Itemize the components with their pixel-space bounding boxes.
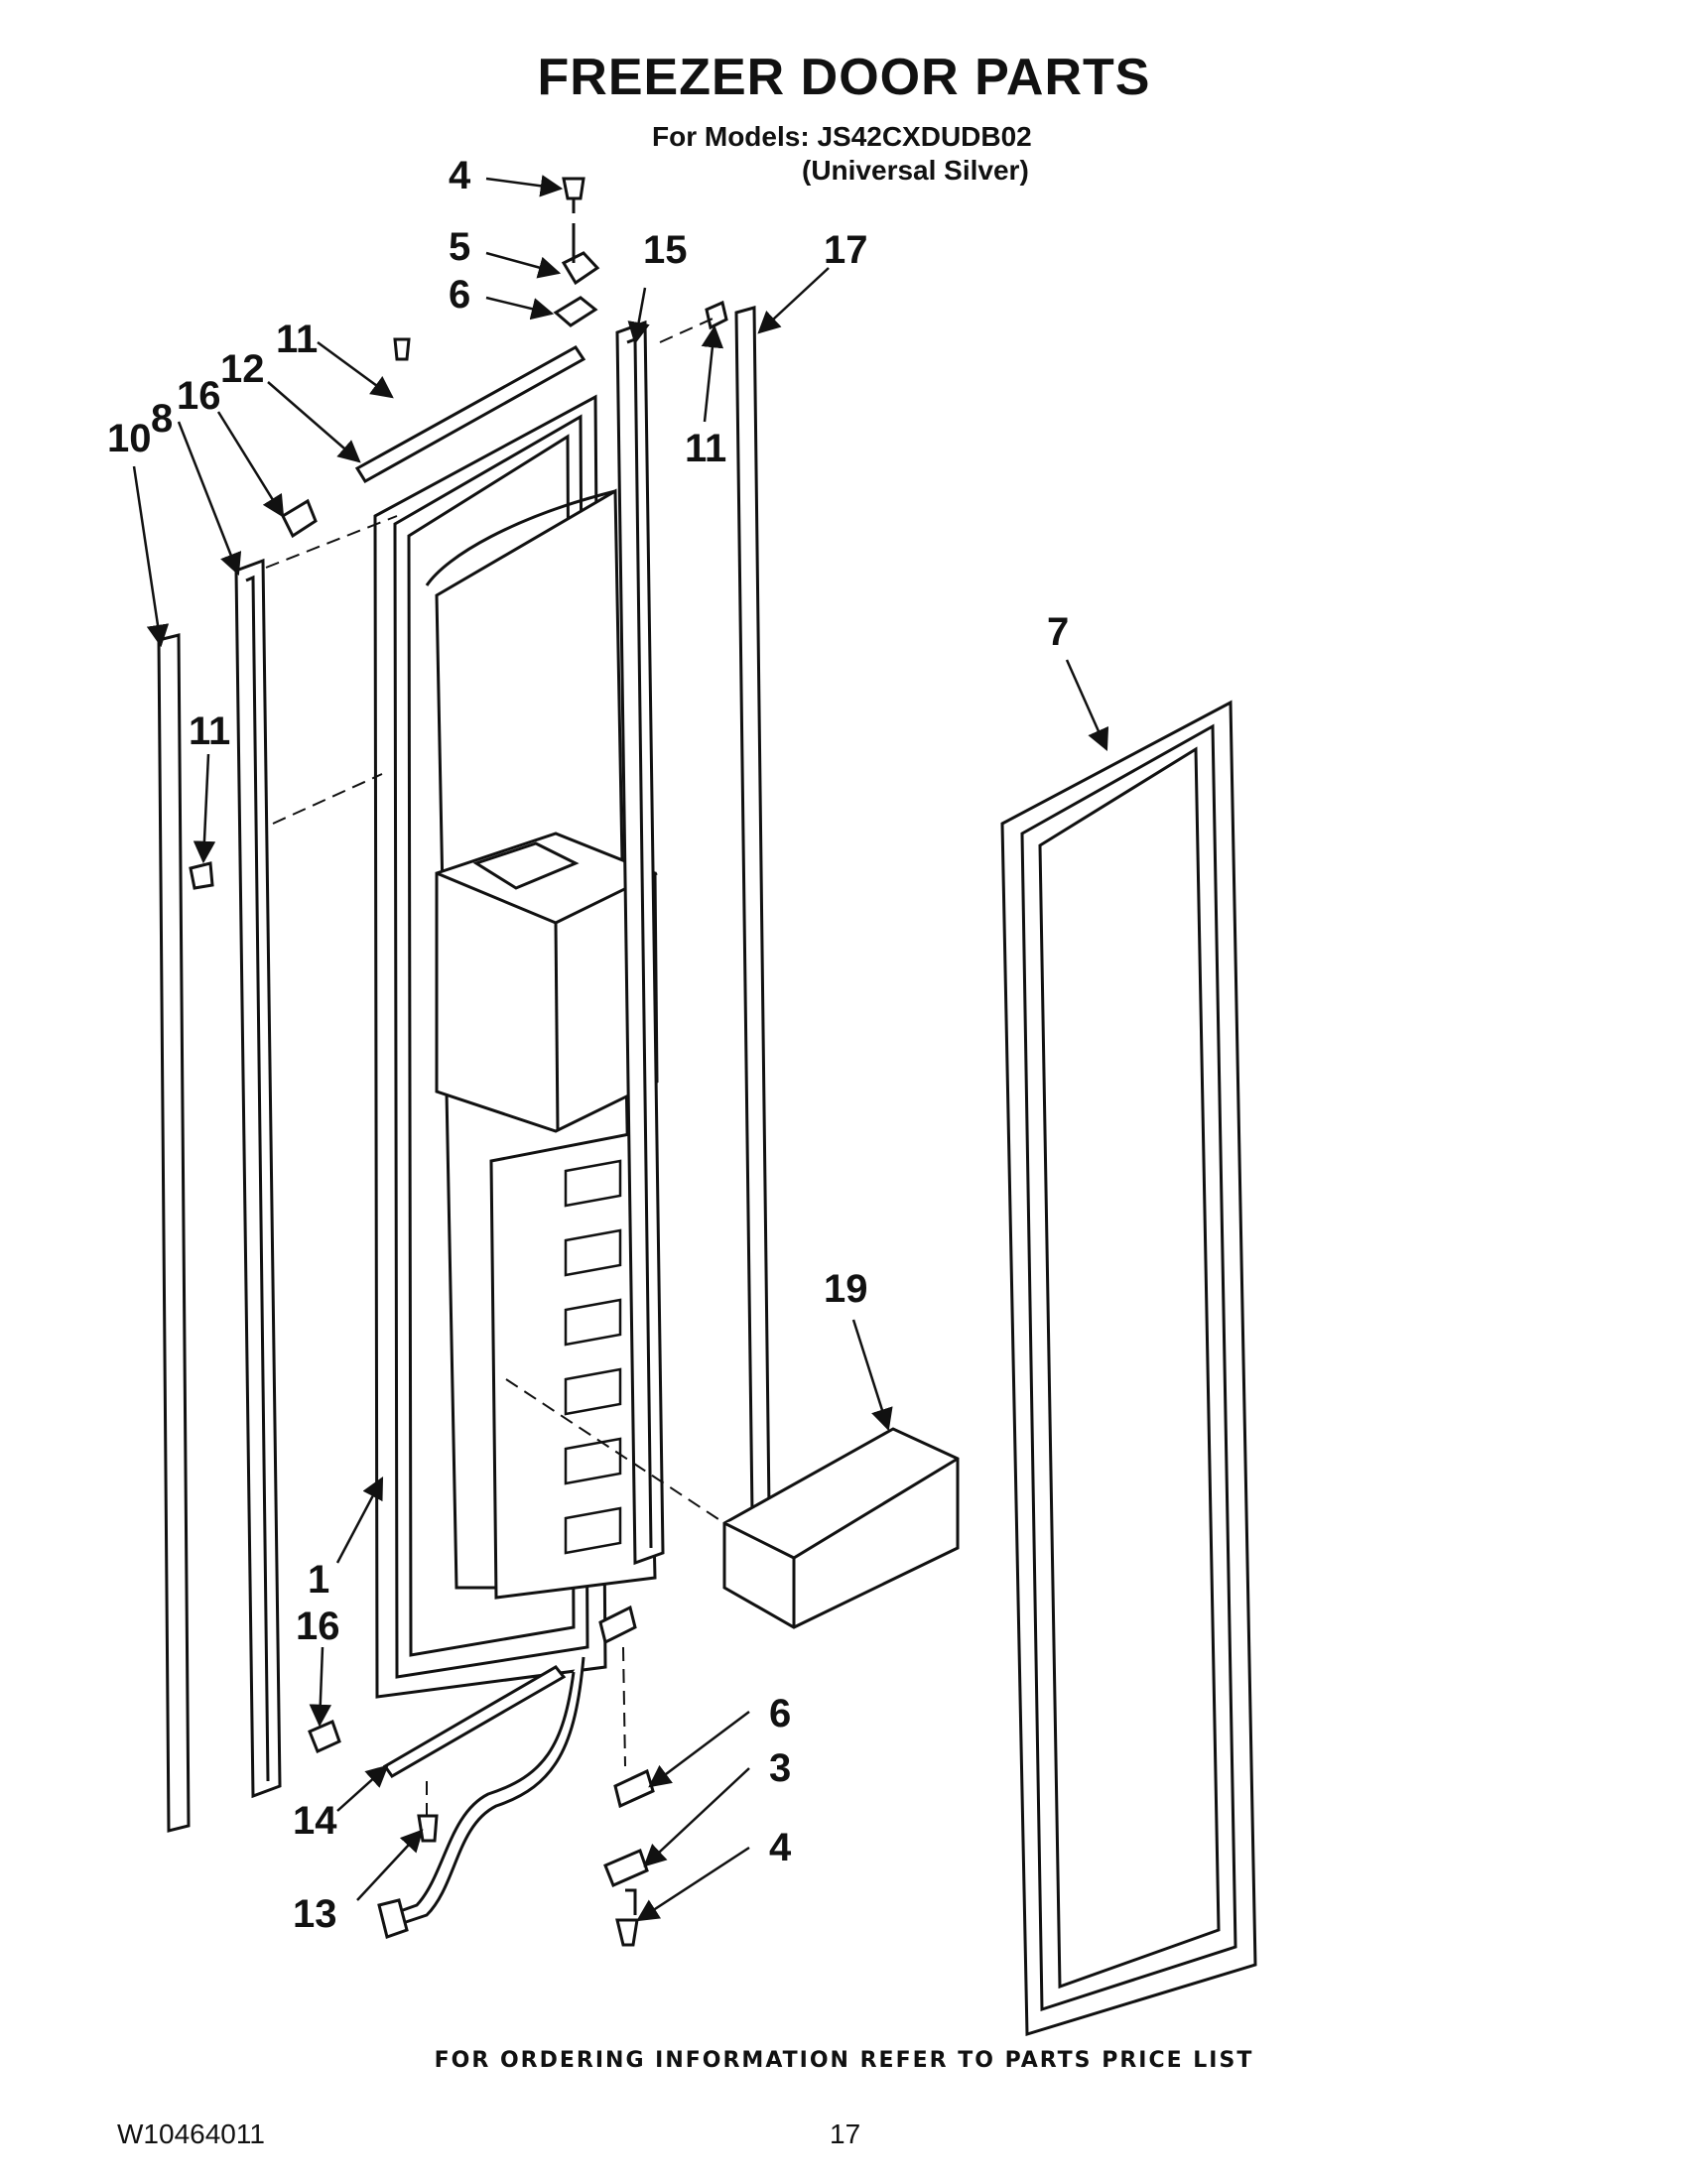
door-bin-19	[722, 1427, 960, 1629]
models-line: For Models: JS42CXDUDB02	[652, 121, 1032, 152]
callout-6-bottom: 6	[769, 1692, 791, 1735]
callout-11-a: 11	[276, 318, 318, 361]
ordering-note: FOR ORDERING INFORMATION REFER TO PARTS …	[434, 2048, 1254, 2073]
callout-4-bottom: 4	[769, 1826, 792, 1869]
callout-8: 8	[151, 397, 173, 441]
callout-14: 14	[293, 1799, 337, 1843]
callout-6-top: 6	[449, 273, 470, 317]
page-number: 17	[830, 2119, 861, 2149]
callout-17: 17	[824, 228, 868, 272]
callout-13: 13	[293, 1892, 337, 1936]
callout-10: 10	[107, 417, 152, 460]
door-panel	[373, 394, 659, 1699]
callout-7: 7	[1047, 610, 1069, 654]
door-frame-7	[1000, 700, 1257, 2037]
callout-11-right: 11	[685, 427, 726, 470]
doc-number: W10464011	[117, 2119, 265, 2149]
variant-line: (Universal Silver)	[802, 155, 1029, 186]
callout-16-bottom: 16	[296, 1605, 340, 1648]
callout-15: 15	[643, 228, 688, 272]
assembly-lines	[265, 315, 725, 1816]
callout-1: 1	[308, 1558, 329, 1602]
hardware-parts	[189, 177, 728, 1947]
callout-5: 5	[449, 225, 470, 269]
callout-16-top: 16	[177, 374, 221, 418]
callout-11-left: 11	[189, 709, 230, 753]
callout-3: 3	[769, 1746, 791, 1790]
callout-19: 19	[824, 1267, 868, 1311]
page-title: FREEZER DOOR PARTS	[537, 49, 1151, 106]
leader-arrows	[132, 175, 1109, 1922]
callout-12: 12	[220, 347, 265, 391]
callout-4-top: 4	[449, 154, 471, 197]
